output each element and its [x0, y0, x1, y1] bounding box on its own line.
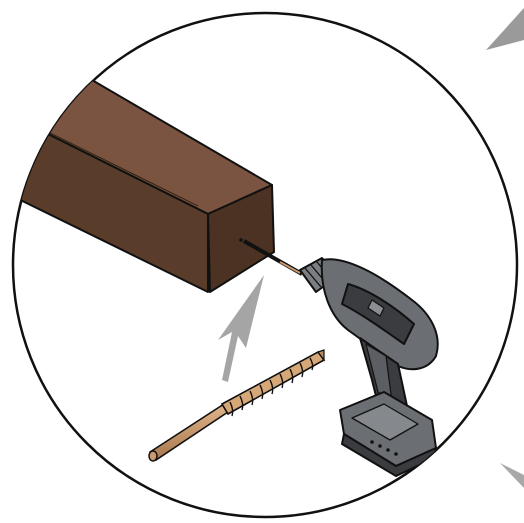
arrow-icon: [500, 463, 524, 488]
arrow-icon: [486, 8, 524, 50]
